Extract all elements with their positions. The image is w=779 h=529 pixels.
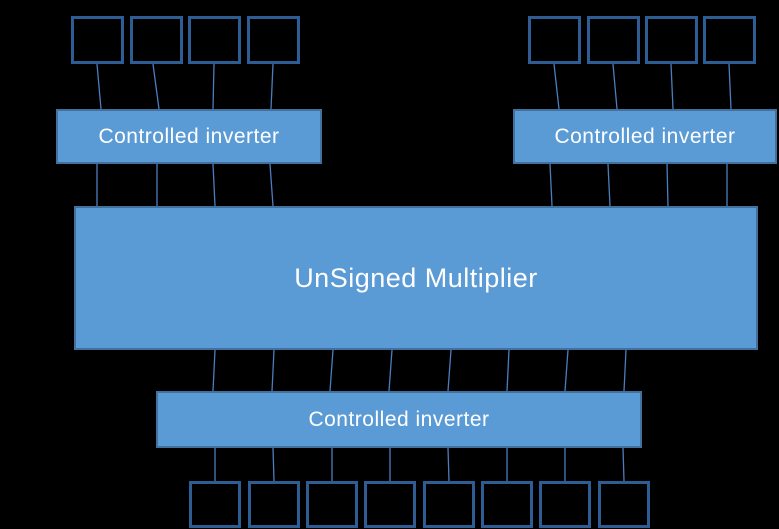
connector-line [728,63,732,110]
connector-line [622,447,625,482]
connector-line [329,349,334,392]
connector-line [212,163,216,207]
operand-b-bit-box [528,16,581,64]
result-bit-box [189,481,241,528]
result-bit-box [481,481,533,528]
connector-line [670,63,674,110]
connector-line [549,163,553,207]
result-bit-box [306,481,358,528]
connector-line [612,63,618,110]
result-bit-box [539,481,591,528]
connector-line [607,163,611,207]
connector-line [388,349,393,392]
controlled-inverter-label: Controlled inverter [308,407,490,431]
connector-line [270,63,274,110]
operand-b-bit-box [645,16,698,64]
connector-line [447,349,452,392]
connector-line [666,163,669,207]
connector-line [269,163,274,207]
result-bit-box [598,481,650,528]
connector-line [96,63,102,110]
controlled-inverter-bottom: Controlled inverter [156,391,642,448]
controlled-inverter-top-right: Controlled inverter [513,109,777,164]
result-bit-box [423,481,475,528]
connector-line [272,447,275,482]
connector-line [212,349,216,392]
connector-line [506,349,510,392]
connector-line [447,447,450,482]
operand-b-bit-box [587,16,640,64]
controlled-inverter-label: Controlled inverter [554,124,736,148]
connector-line [152,63,160,110]
operand-a-bit-box [247,16,300,64]
connector-line [623,349,627,392]
result-bit-box [364,481,416,528]
controlled-inverter-top-left: Controlled inverter [56,109,322,164]
controlled-inverter-label: Controlled inverter [98,124,280,148]
connector-line [212,63,215,110]
unsigned-multiplier: UnSigned Multiplier [74,206,758,350]
connector-line [553,63,560,110]
connector-line [271,349,275,392]
connector-line [564,349,569,392]
operand-a-bit-box [130,16,183,64]
operand-a-bit-box [71,16,124,64]
unsigned-multiplier-label: UnSigned Multiplier [294,262,538,293]
result-bit-box [248,481,300,528]
operand-a-bit-box [188,16,241,64]
operand-b-bit-box [703,16,756,64]
